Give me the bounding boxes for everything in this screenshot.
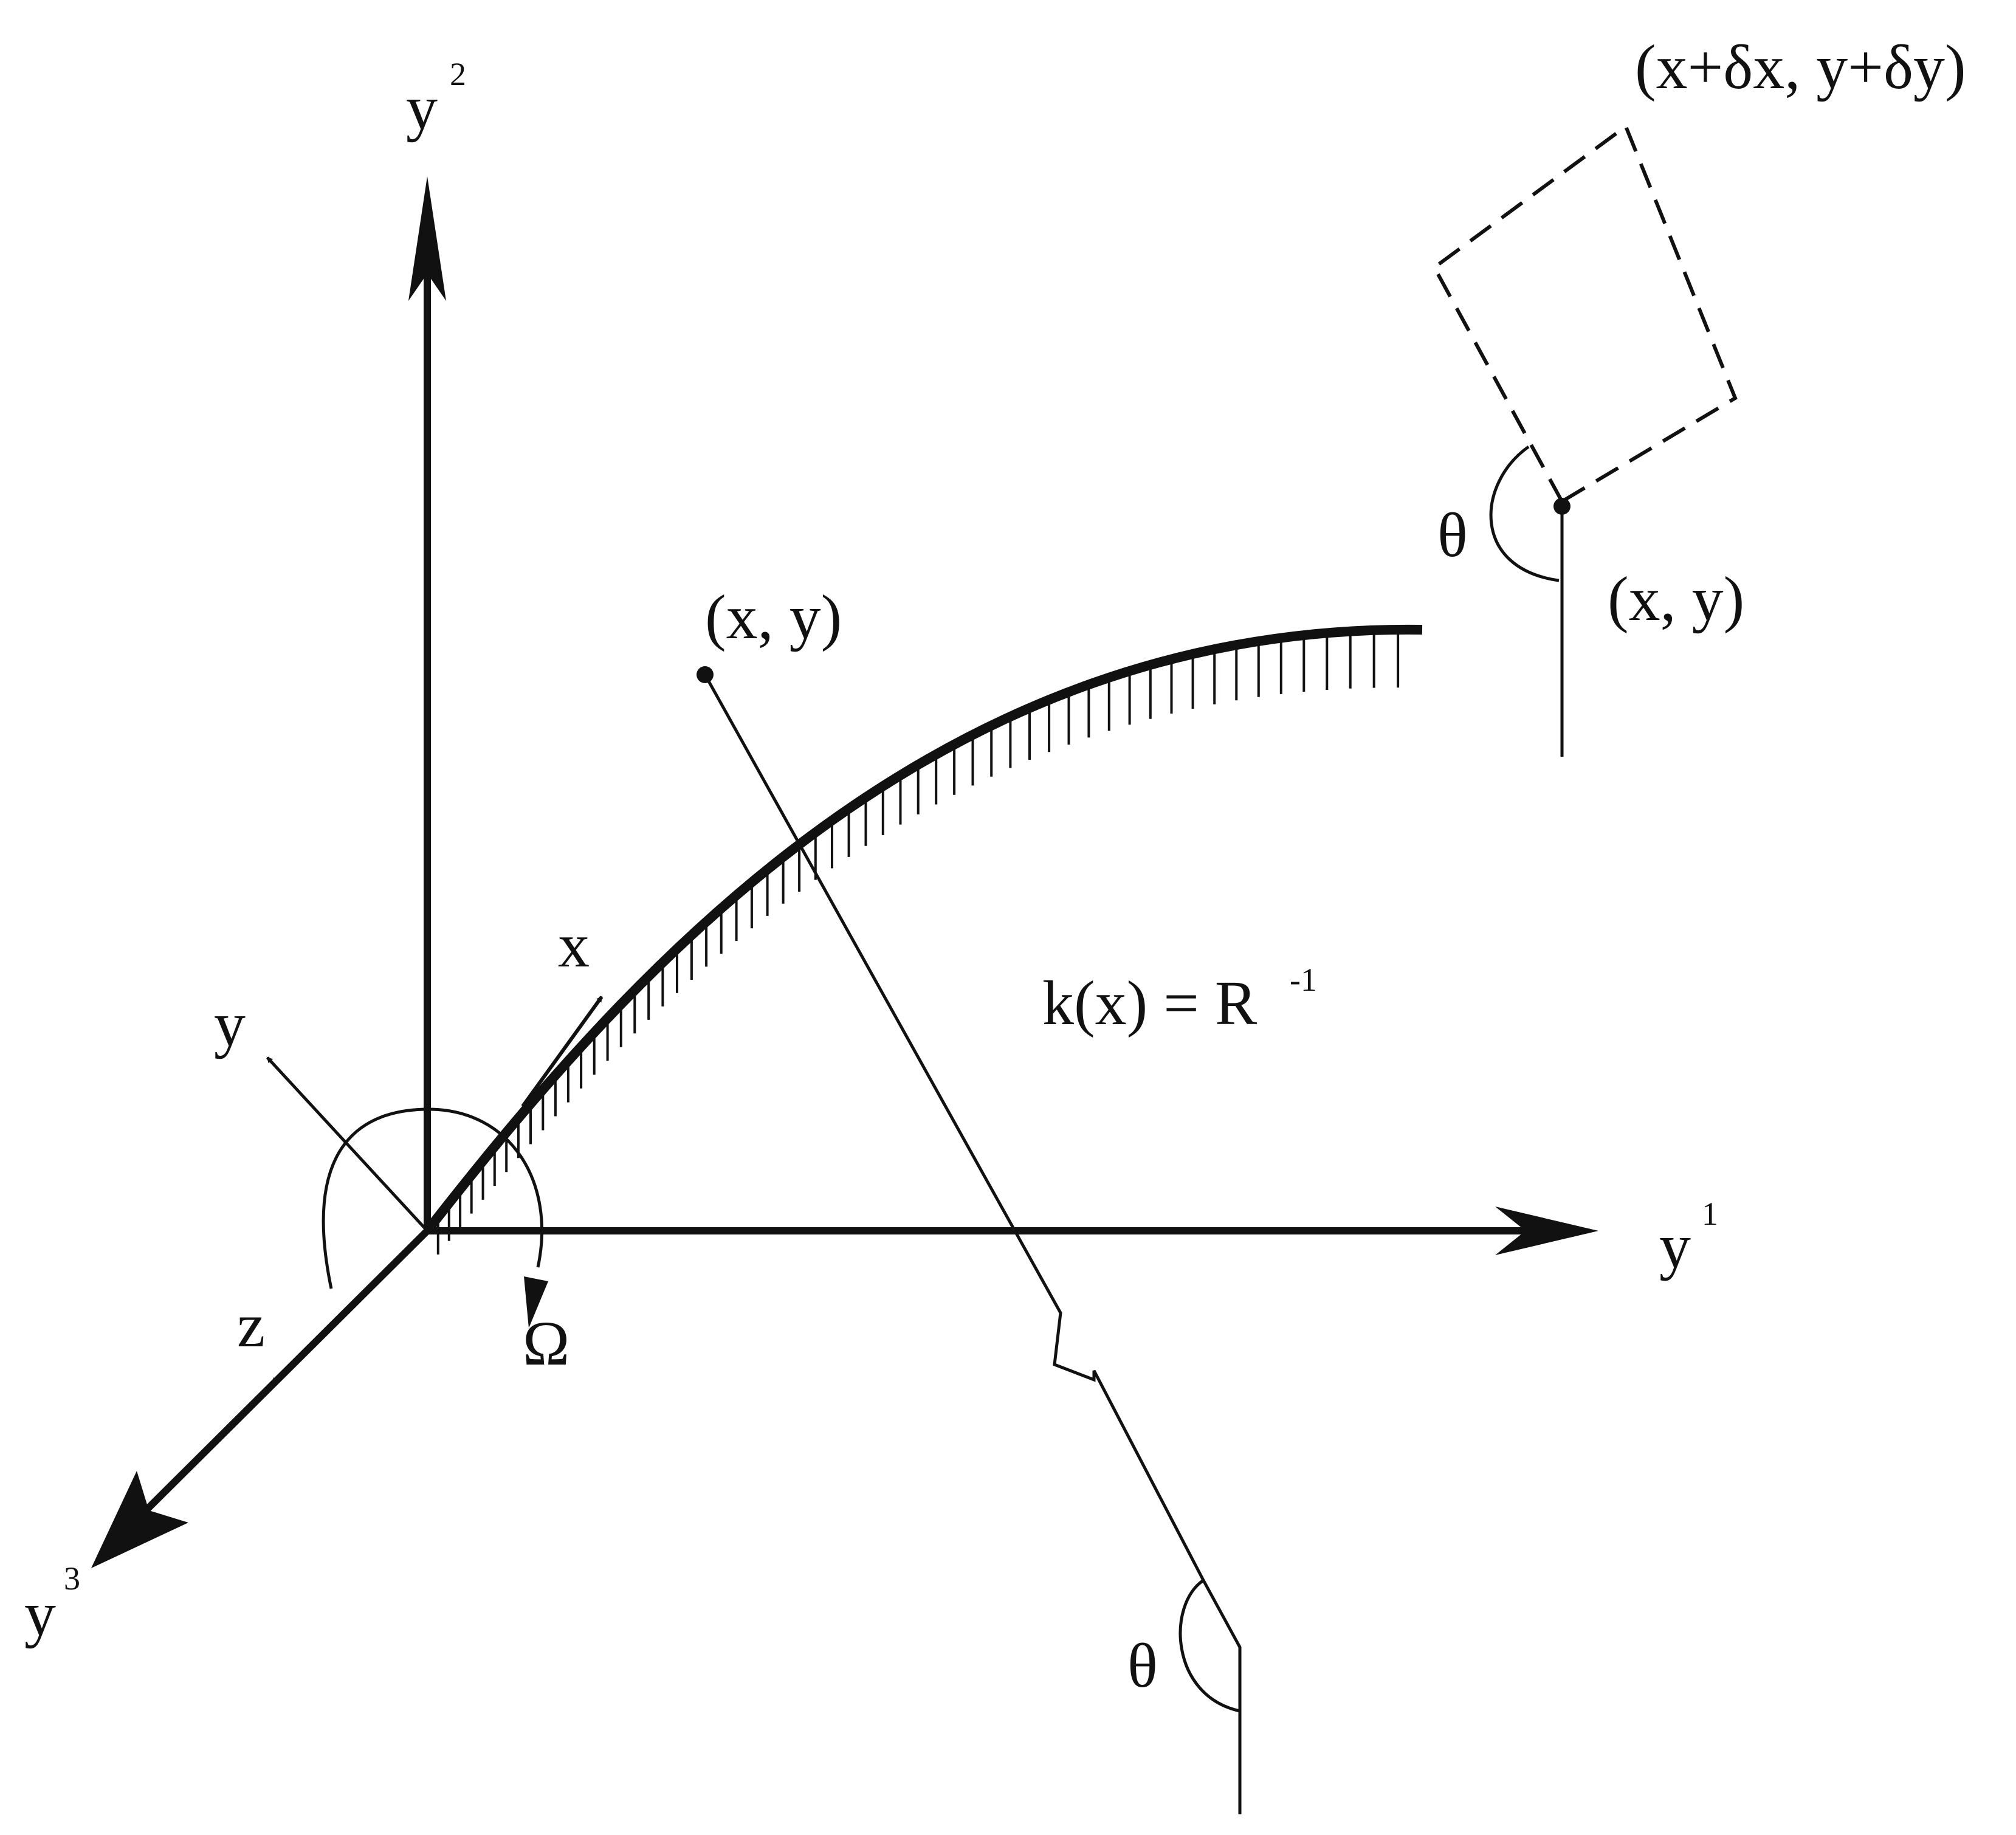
y3-superscript: 3 <box>64 1560 80 1597</box>
labels: y 2 y 1 y 3 x y z Ω (x, y) k(x) = R -1 θ… <box>24 32 1966 1701</box>
local-y-label: y <box>214 990 246 1059</box>
y3-arrowhead <box>91 1471 188 1568</box>
local-z-label: z <box>237 1290 265 1360</box>
dashed-element <box>1432 123 1738 504</box>
beam-curve <box>423 624 1423 1234</box>
local-frame <box>266 996 604 1384</box>
y-direction-arrow <box>266 1056 428 1232</box>
theta-inset-label: θ <box>1437 500 1468 570</box>
inset-point-label: (x, y) <box>1608 564 1744 634</box>
point-xy-label: (x, y) <box>705 582 842 652</box>
theta-arc-inset <box>1489 445 1560 582</box>
theta-arc-bottom <box>1178 1579 1240 1713</box>
y2-arrowhead <box>408 176 446 301</box>
beam-hatching <box>436 633 1400 1255</box>
y1-label: y <box>1659 1211 1691 1281</box>
beam <box>423 624 1423 1255</box>
theta-bottom-label: θ <box>1127 1631 1158 1701</box>
x-direction-arrow <box>521 996 604 1107</box>
curvature-equation: k(x) = R <box>1042 968 1257 1038</box>
y2-label: y <box>406 73 438 143</box>
omega-label: Ω <box>523 1309 569 1379</box>
y2-superscript: 2 <box>450 56 466 92</box>
inset-element <box>1432 123 1738 757</box>
y1-arrowhead <box>1495 1207 1598 1255</box>
position-line-path <box>703 673 1242 1814</box>
curvature-superscript: -1 <box>1290 962 1317 998</box>
local-x-label: x <box>558 911 590 980</box>
rotation-arc <box>322 1107 544 1289</box>
y3-label: y <box>24 1579 56 1649</box>
z-direction-arrow <box>271 1315 342 1384</box>
global-axes <box>91 176 1598 1568</box>
position-line <box>697 666 1242 1814</box>
y1-superscript: 1 <box>1702 1196 1718 1232</box>
omega-arrowhead <box>524 1276 548 1328</box>
inset-corner-label: (x+δx, y+δy) <box>1635 32 1966 102</box>
